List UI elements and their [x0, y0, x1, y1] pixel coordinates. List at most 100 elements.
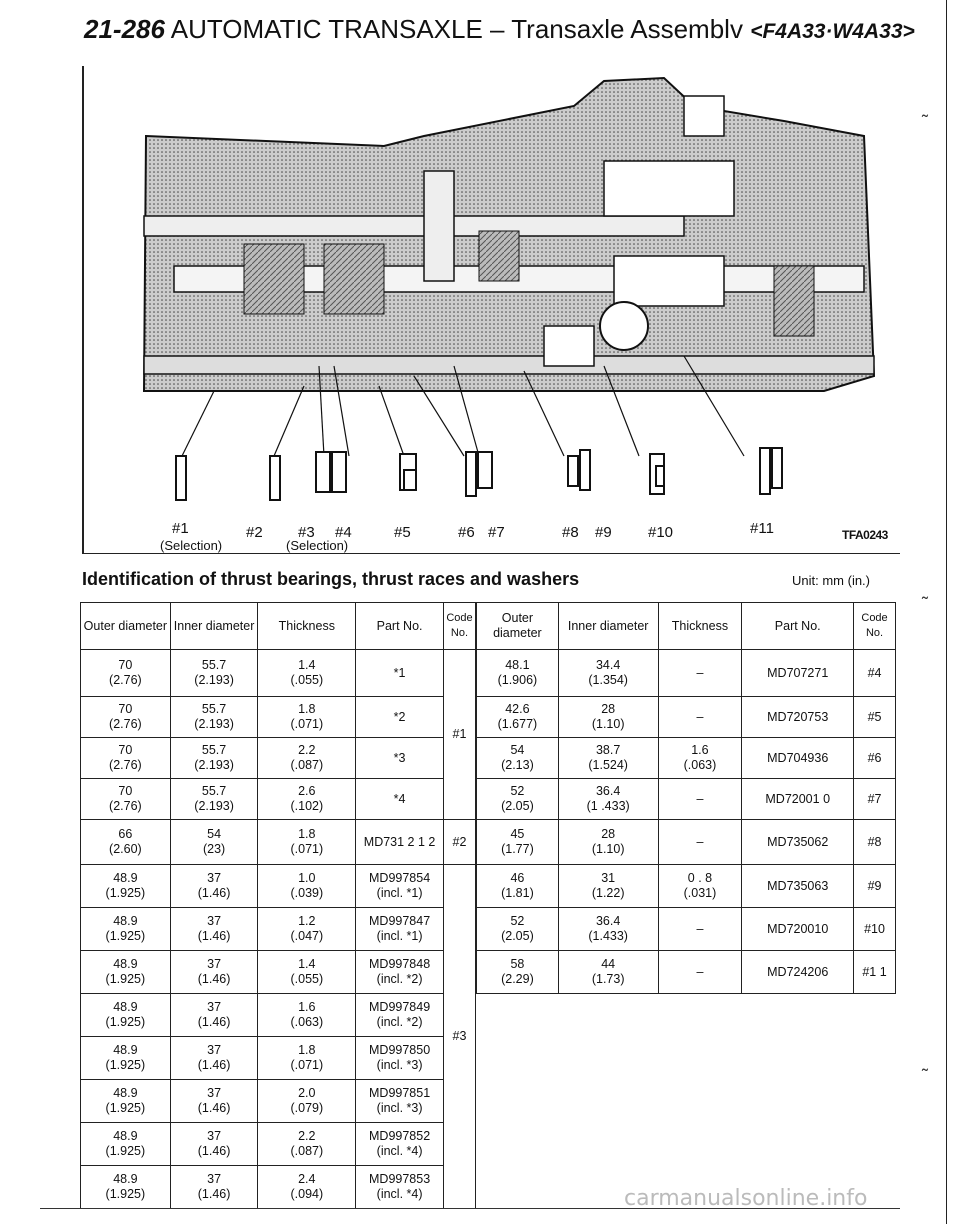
inner-in: (1.46): [197, 1144, 231, 1158]
cell-thickness: –: [657, 950, 743, 994]
cell-inner-diameter: 28(1.10): [557, 696, 659, 738]
cell-part-no: *4: [355, 778, 444, 820]
outer-in: (1.77): [501, 842, 534, 856]
inner-in: (1.10): [591, 717, 625, 731]
outer-mm: 48.9: [113, 1043, 138, 1057]
table-row: 45(1.77)28(1.10)–MD735062#8: [476, 819, 896, 865]
inner-mm: 37: [207, 1172, 222, 1186]
figure-code: TFA0243: [842, 528, 888, 542]
thickness-in: (.039): [290, 886, 324, 900]
part-number: MD997847: [369, 914, 431, 928]
bottom-rule: [40, 1208, 900, 1209]
cell-inner-diameter: 37(1.46): [169, 1122, 259, 1166]
cell-part-no: MD707271: [741, 649, 855, 697]
figure-label-11: #11: [750, 520, 774, 537]
cell-thickness: 2.4(.094): [257, 1165, 357, 1209]
outer-in: (1.677): [497, 717, 538, 731]
cell-inner-diameter: 34.4(1.354): [557, 649, 659, 697]
selection-note-left: (Selection): [160, 538, 223, 553]
cell-part-no: MD724206: [741, 950, 855, 994]
cell-part-no: MD720753: [741, 696, 855, 738]
thickness-mm: –: [696, 791, 704, 806]
part-number: MD720010: [767, 921, 829, 936]
cell-inner-diameter: 38.7(1.524): [557, 737, 659, 779]
outer-mm: 48.9: [113, 914, 138, 928]
header-inner-diameter: Inner diameter: [557, 602, 659, 650]
cell-part-no: MD731 2 1 2: [355, 819, 444, 865]
figure-label-4: #4: [335, 524, 352, 541]
code-number: #6: [867, 750, 882, 765]
cell-inner-diameter: 37(1.46): [169, 950, 259, 994]
inner-mm: 54: [207, 827, 222, 841]
outer-mm: 48.9: [113, 871, 138, 885]
code-number: #4: [867, 665, 882, 680]
part-number: MD735062: [767, 834, 829, 849]
cell-inner-diameter: 55.7(2.193): [169, 696, 259, 738]
table-row: 48.9(1.925)37(1.46)1.2(.047)MD997847(inc…: [80, 907, 476, 951]
cell-inner-diameter: 37(1.46): [169, 1079, 259, 1123]
cell-outer-diameter: 48.9(1.925): [80, 1122, 171, 1166]
cell-thickness: 2.6(.102): [257, 778, 357, 820]
part-number: MD997848: [369, 957, 431, 971]
outer-mm: 70: [118, 743, 133, 757]
cell-inner-diameter: 37(1.46): [169, 1036, 259, 1080]
thickness-in: (.079): [290, 1101, 324, 1115]
inner-in: (1.73): [591, 972, 625, 986]
cell-inner-diameter: 55.7(2.193): [169, 649, 259, 697]
inner-mm: 31: [601, 871, 616, 885]
cell-inner-diameter: 28(1.10): [557, 819, 659, 865]
inner-mm: 37: [207, 1043, 222, 1057]
part-number: MD720753: [767, 709, 829, 724]
code-number: #10: [864, 921, 885, 936]
figure-bottom-border: [82, 553, 900, 554]
cell-thickness: –: [657, 907, 743, 951]
margin-mark-bottom: ˜: [922, 1066, 928, 1086]
cell-code-no: #1: [442, 649, 477, 820]
part-note: (incl. *4): [376, 1187, 423, 1201]
thickness-mm: 1.6: [298, 1000, 316, 1014]
cell-thickness: 2.2(.087): [257, 737, 357, 779]
cell-part-no: MD735063: [741, 864, 855, 908]
cell-thickness: 1.6(.063): [657, 737, 743, 779]
inner-in: (1.46): [197, 886, 231, 900]
table-row: 48.9(1.925)37(1.46)2.4(.094)MD997853(inc…: [80, 1165, 476, 1209]
cell-code-no: #7: [853, 778, 896, 820]
inner-mm: 37: [207, 1000, 222, 1014]
section-title: Identification of thrust bearings, thrus…: [82, 569, 580, 589]
figure-label-10: #10: [648, 524, 674, 541]
cell-part-no: MD997847(incl. *1): [355, 907, 444, 951]
part-number: MD997849: [369, 1000, 431, 1014]
code-number: #3: [452, 1029, 467, 1043]
cell-part-no: MD997850(incl. *3): [355, 1036, 444, 1080]
thickness-in: (.055): [290, 972, 324, 986]
part-note: (incl. *2): [376, 1015, 423, 1029]
cell-outer-diameter: 48.1(1.906): [476, 649, 559, 697]
cell-part-no: MD997852(incl. *4): [355, 1122, 444, 1166]
table-row: 52(2.05)36.4(1.433)–MD720010#10: [476, 907, 896, 951]
tables-area: Outer diameter Inner diameter Thickness …: [80, 602, 896, 1209]
code-number: #5: [867, 709, 882, 724]
part-note: (incl. *1): [376, 929, 423, 943]
thickness-mm: –: [696, 834, 704, 849]
outer-mm: 48.9: [113, 1129, 138, 1143]
inner-in: (2.193): [194, 758, 234, 772]
thickness-in: (.094): [290, 1187, 324, 1201]
outer-in: (1.925): [105, 1015, 146, 1029]
part-note: (incl. *3): [376, 1101, 423, 1115]
inner-in: (2.193): [194, 673, 234, 687]
margin-mark-top: ˜: [922, 112, 928, 132]
cell-inner-diameter: 55.7(2.193): [169, 778, 259, 820]
header-code-no: Code No.: [853, 602, 896, 650]
inner-mm: 38.7: [595, 743, 621, 757]
thickness-mm: 2.6: [298, 784, 316, 798]
cell-outer-diameter: 46(1.81): [476, 864, 559, 908]
thickness-mm: 1.8: [298, 827, 316, 841]
figure-label-8: #8: [562, 524, 579, 541]
cell-code-no: #3: [442, 864, 477, 1209]
thickness-in: (.063): [683, 758, 717, 772]
cell-part-no: MD997848(incl. *2): [355, 950, 444, 994]
table-row: 48.9(1.925)37(1.46)1.8(.071)MD997850(inc…: [80, 1036, 476, 1080]
outer-in: (2.05): [501, 799, 534, 813]
inner-in: (1 .433): [586, 799, 630, 813]
figure-label-7: #7: [488, 524, 505, 541]
